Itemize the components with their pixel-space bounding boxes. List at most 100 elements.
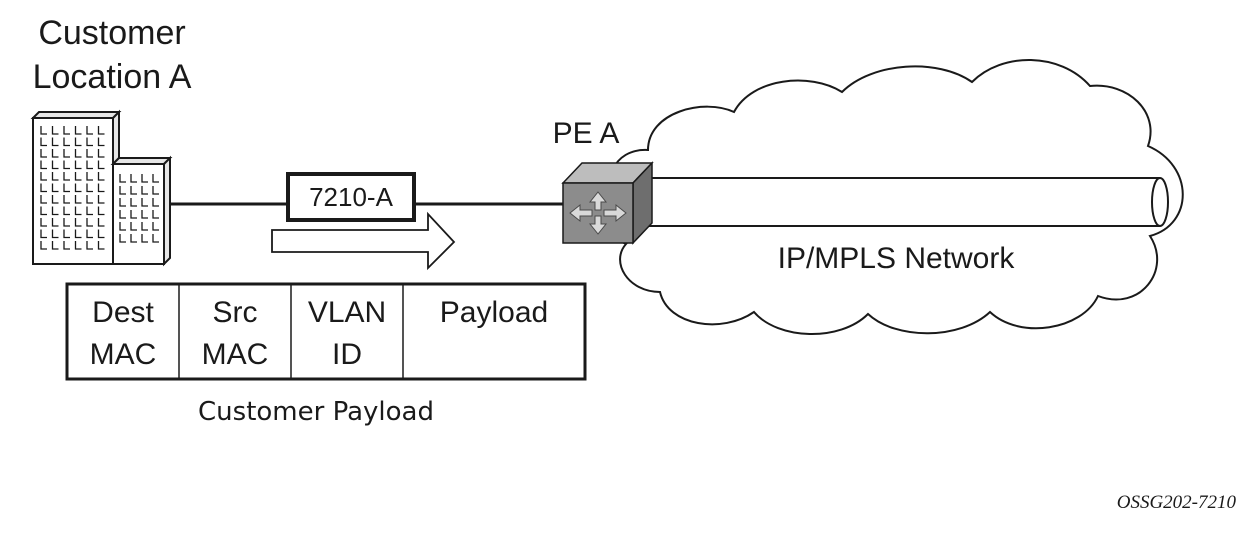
building-window — [40, 137, 47, 147]
building-window — [130, 198, 137, 207]
customer-location-title-line1: Customer — [38, 14, 185, 52]
building-window — [86, 126, 93, 135]
building-window — [141, 210, 148, 219]
building-window — [86, 160, 93, 170]
building-window — [74, 195, 82, 204]
building-window — [51, 160, 59, 170]
router-icon — [561, 161, 654, 245]
building-window — [119, 222, 126, 231]
building-window — [152, 174, 159, 183]
building-window — [40, 195, 47, 204]
building-window — [40, 241, 47, 250]
building-window — [130, 174, 137, 183]
building-window — [97, 172, 105, 181]
building-window — [40, 149, 47, 158]
building-window — [74, 183, 82, 193]
building-window — [152, 186, 159, 195]
device-7210-box: 7210-A — [286, 172, 416, 222]
building-window — [63, 172, 70, 181]
building-window — [86, 206, 93, 216]
building-window — [141, 198, 148, 207]
building-window — [63, 229, 70, 239]
building-window — [51, 149, 59, 158]
building-window — [97, 137, 105, 147]
building-window — [40, 229, 47, 239]
building-window — [63, 137, 70, 147]
building-window — [51, 218, 59, 227]
building-window — [141, 174, 148, 183]
frame-field-vlan-line1: VLAN — [308, 296, 386, 329]
building-window — [51, 206, 59, 216]
customer-location-title-line2: Location A — [33, 58, 192, 96]
building-window — [152, 222, 159, 231]
building-window — [119, 234, 126, 243]
building-window — [86, 195, 93, 204]
building-window — [119, 198, 126, 207]
building-window — [63, 241, 70, 250]
building-window — [74, 206, 82, 216]
building-window — [51, 183, 59, 193]
building-window — [40, 183, 47, 193]
building-window — [152, 234, 159, 243]
building-icon — [30, 109, 173, 267]
building-window — [51, 195, 59, 204]
building-window — [141, 186, 148, 195]
building-window — [63, 149, 70, 158]
building-window — [51, 126, 59, 135]
building-window — [40, 206, 47, 216]
network-label: IP/MPLS Network — [778, 242, 1016, 275]
frame-field-dest-line1: Dest — [92, 296, 154, 329]
building-window — [119, 174, 126, 183]
building-window — [86, 183, 93, 193]
building-window — [97, 126, 105, 135]
frame-field-payload: Payload — [440, 296, 548, 329]
building-window — [74, 241, 82, 250]
building-window — [51, 137, 59, 147]
building-window — [74, 149, 82, 158]
frame-caption: Customer Payload — [198, 397, 434, 427]
building-window — [130, 210, 137, 219]
building-window — [119, 186, 126, 195]
figure-id: OSSG202-7210 — [1117, 492, 1237, 513]
building-window — [97, 206, 105, 216]
building-window — [86, 149, 93, 158]
frame-field-src-line2: MAC — [202, 338, 269, 371]
building-window — [74, 160, 82, 170]
building-window — [63, 218, 70, 227]
building-window — [40, 218, 47, 227]
building-window — [51, 229, 59, 239]
building-window — [97, 183, 105, 193]
building-window — [74, 218, 82, 227]
building-window — [97, 149, 105, 158]
building-window — [51, 172, 59, 181]
building-window — [130, 186, 137, 195]
building-window — [63, 206, 70, 216]
building-window — [141, 234, 148, 243]
building-window — [63, 183, 70, 193]
building-window — [97, 160, 105, 170]
building-window — [86, 218, 93, 227]
building-window — [97, 195, 105, 204]
building-window — [40, 172, 47, 181]
router-arrows-icon — [569, 191, 627, 235]
arrow-icon — [271, 211, 456, 271]
building-window — [74, 126, 82, 135]
building-window — [63, 160, 70, 170]
frame-field-dest-line2: MAC — [90, 338, 157, 371]
building-window — [74, 172, 82, 181]
building-window — [74, 229, 82, 239]
pe-a-label: PE A — [553, 117, 620, 150]
building-window — [86, 241, 93, 250]
tunnel-pipe-icon — [630, 177, 1169, 227]
device-7210-label: 7210-A — [309, 182, 393, 212]
building-window — [141, 222, 148, 231]
building-window — [40, 160, 47, 170]
customer-frame: Dest MAC Src MAC VLAN ID Payload — [65, 282, 587, 381]
building-window — [86, 172, 93, 181]
building-window — [97, 218, 105, 227]
building-window — [51, 241, 59, 250]
building-window — [97, 229, 105, 239]
building-window — [86, 229, 93, 239]
building-window — [63, 195, 70, 204]
